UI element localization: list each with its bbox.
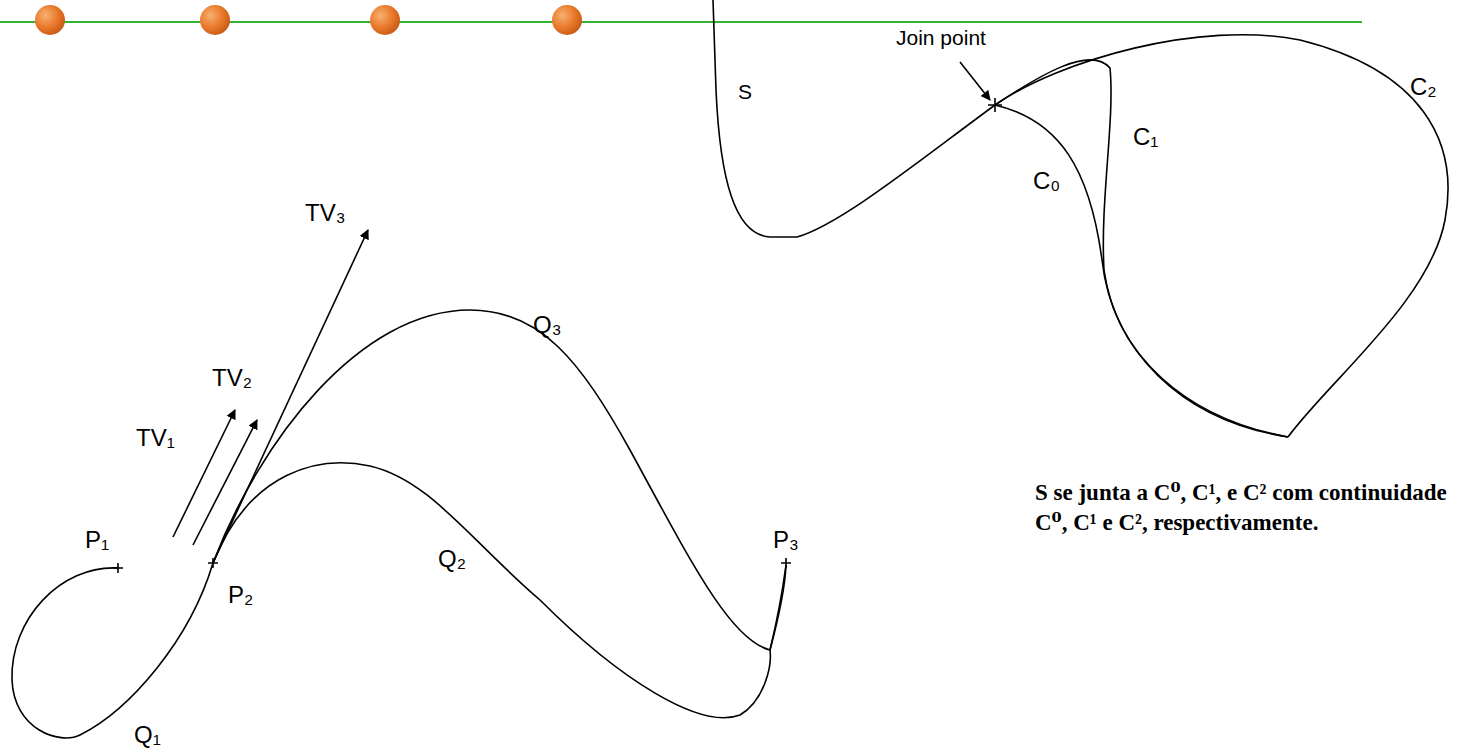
curve-label: S	[738, 80, 752, 103]
vector-label: TV₁	[136, 425, 175, 451]
point-label: P₃	[773, 527, 799, 553]
vector-label: TV₃	[305, 200, 345, 226]
point-label: P₁	[85, 527, 109, 553]
curve-label: C₂	[1410, 74, 1437, 100]
point-label: P₂	[228, 582, 253, 608]
curve-label: Q₁	[134, 722, 161, 748]
curve-label: Q₂	[438, 546, 466, 572]
header-dots	[35, 5, 582, 35]
vector-label: TV₂	[212, 365, 252, 391]
curve-label: Q₃	[533, 312, 561, 338]
curve-label: C₁	[1133, 124, 1158, 150]
note-text: S se junta a C⁰, C¹, e C² com continuida…	[1035, 478, 1460, 538]
curves-left	[12, 230, 791, 738]
curves-right	[713, 0, 1448, 437]
curve-label: C₀	[1033, 168, 1060, 194]
callout-text: Join point	[896, 26, 986, 49]
